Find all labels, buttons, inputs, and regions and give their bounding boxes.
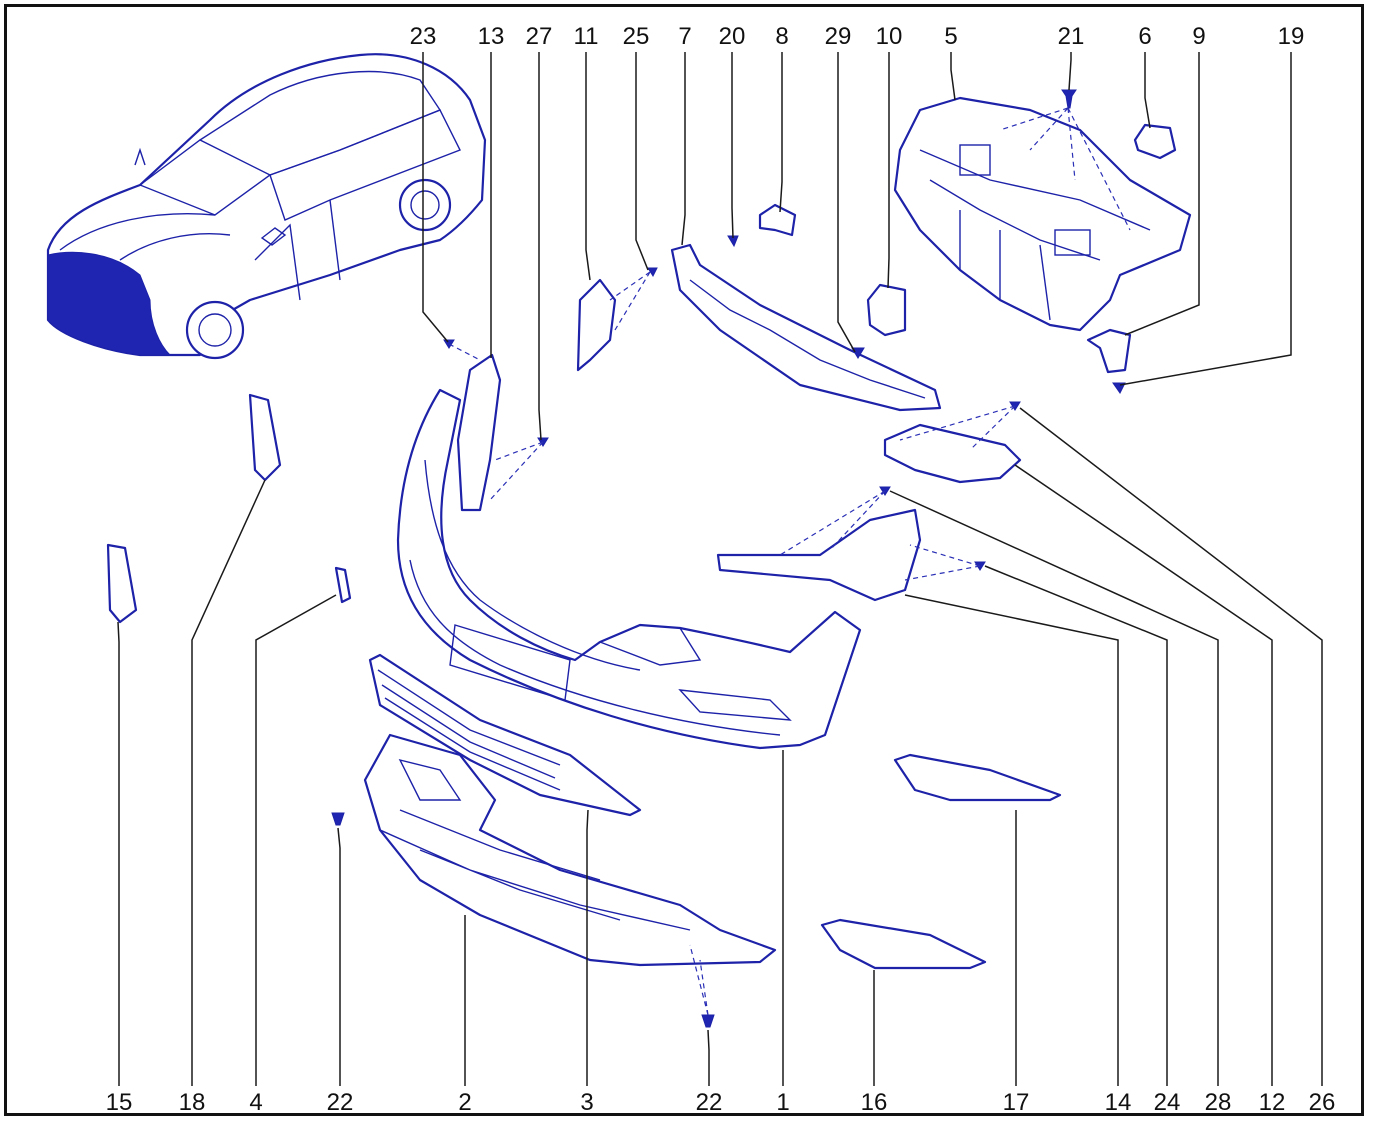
car-antenna <box>134 147 146 166</box>
part-4-clip <box>334 566 352 604</box>
leader-bottom-22 <box>707 1029 710 1086</box>
callout-top-13: 13 <box>478 23 505 50</box>
callout-bottom-18: 18 <box>179 1089 206 1116</box>
part-6-bracket <box>1133 123 1177 160</box>
part-5-radiator-support <box>893 96 1192 332</box>
leader-bottom-14 <box>904 594 1119 1086</box>
part-14-bracket <box>716 508 922 602</box>
part-22-left-clip <box>331 812 345 826</box>
callout-bottom-12: 12 <box>1259 1089 1286 1116</box>
leader-bottom-24 <box>984 565 1168 1086</box>
callout-top-9: 9 <box>1192 23 1205 50</box>
callout-bottom-2: 2 <box>458 1089 471 1116</box>
callout-top-6: 6 <box>1138 23 1151 50</box>
callout-top-7: 7 <box>678 23 691 50</box>
callout-bottom-17: 17 <box>1003 1089 1030 1116</box>
leader-top-6 <box>1144 52 1151 129</box>
part-22-right-clip <box>701 1014 715 1028</box>
part-3-lower-grille <box>368 653 642 817</box>
callout-top-27: 27 <box>526 23 553 50</box>
part-19-screw <box>1112 382 1126 394</box>
car-front-highlight <box>47 251 172 356</box>
car-front-hub <box>198 313 232 347</box>
leader-top-29 <box>837 52 856 353</box>
callout-top-19: 19 <box>1278 23 1305 50</box>
callout-top-29: 29 <box>825 23 852 50</box>
leader-top-23 <box>422 52 449 343</box>
leader-top-11 <box>585 52 591 281</box>
part-13-bracket <box>456 353 502 512</box>
leader-bottom-28 <box>889 490 1219 1086</box>
part-7-impact-absorber <box>670 243 942 412</box>
callout-bottom-1: 1 <box>776 1089 789 1116</box>
car-rear-hub <box>410 190 440 220</box>
part-12-bracket <box>883 423 1022 484</box>
car-roof <box>199 70 442 176</box>
car-front-wheel <box>185 300 245 360</box>
callout-bottom-22: 22 <box>327 1089 354 1116</box>
callout-bottom-4: 4 <box>249 1089 262 1116</box>
part-8-bracket <box>758 203 797 237</box>
part-2-under-tray <box>363 733 777 967</box>
leader-bottom-4 <box>255 594 337 1086</box>
leader-bottom-22 <box>337 827 341 1086</box>
callout-bottom-3: 3 <box>580 1089 593 1116</box>
callout-bottom-15: 15 <box>106 1089 133 1116</box>
callout-top-20: 20 <box>719 23 746 50</box>
leader-top-21 <box>1068 52 1072 91</box>
part-17-fog-bezel <box>893 753 1062 802</box>
leader-top-20 <box>731 52 734 239</box>
leader-bottom-15 <box>117 621 120 1086</box>
callout-top-5: 5 <box>944 23 957 50</box>
car-hood-lines <box>59 213 231 261</box>
car-illustration <box>46 53 487 360</box>
callout-bottom-24: 24 <box>1154 1089 1181 1116</box>
leader-bottom-12 <box>1014 464 1273 1086</box>
part-9-bracket <box>1086 328 1132 374</box>
callout-top-11: 11 <box>574 23 599 50</box>
labels-top-row: 23 13 27 11 25 7 20 8 29 10 5 21 6 9 19 <box>410 23 1305 50</box>
part-21-bolt <box>1061 89 1077 109</box>
leader-bottom-26 <box>1019 407 1323 1086</box>
car-rear-wheel <box>398 178 452 232</box>
callout-top-23: 23 <box>410 23 437 50</box>
leader-top-9 <box>1124 52 1200 336</box>
part-10-bracket <box>866 283 907 337</box>
part-11-bracket <box>576 278 617 372</box>
leader-top-25 <box>635 52 649 271</box>
part-16-fog-bezel <box>820 918 987 970</box>
leader-bottom-3 <box>586 809 589 1086</box>
car-side-windows <box>269 109 461 221</box>
callout-bottom-22: 22 <box>696 1089 723 1116</box>
leader-top-19 <box>1119 52 1292 386</box>
callout-bottom-26: 26 <box>1309 1089 1336 1116</box>
callout-bottom-28: 28 <box>1205 1089 1232 1116</box>
leader-top-8 <box>779 52 783 213</box>
callout-bottom-16: 16 <box>861 1089 888 1116</box>
callout-bottom-14: 14 <box>1105 1089 1132 1116</box>
leader-top-27 <box>538 52 542 441</box>
small-brackets <box>106 123 1177 970</box>
part-1-bumper-cover <box>396 388 862 750</box>
assembly-dashed-lines <box>448 107 1131 1016</box>
part-25-clip <box>647 267 658 278</box>
leader-top-5 <box>950 52 956 101</box>
leader-top-10 <box>887 52 890 289</box>
leader-lines <box>117 52 1323 1086</box>
part-15-bracket <box>106 543 138 624</box>
leader-bottom-18 <box>191 479 266 1086</box>
part-18-bracket <box>248 393 282 482</box>
callout-top-10: 10 <box>876 23 903 50</box>
leader-top-7 <box>681 52 686 246</box>
car-mirror <box>260 227 287 246</box>
car-door-line <box>254 199 341 301</box>
callout-top-21: 21 <box>1058 23 1085 50</box>
callout-top-25: 25 <box>623 23 650 50</box>
diagram-frame <box>4 4 1364 1116</box>
callout-top-8: 8 <box>775 23 788 50</box>
